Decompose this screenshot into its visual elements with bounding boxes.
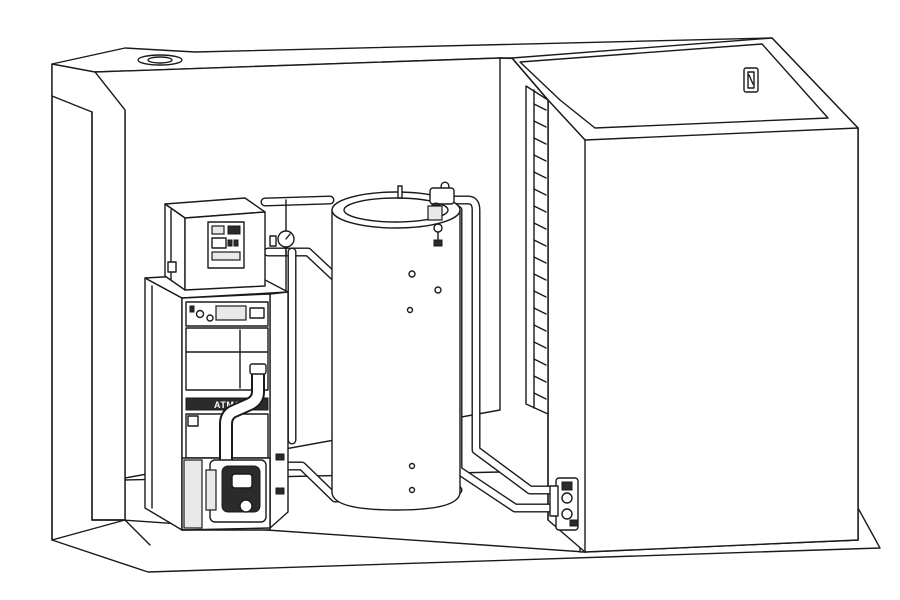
ladder-rung [533,120,547,128]
ladder-rung [533,239,547,247]
control-unit [164,197,266,291]
ladder-rung [533,273,547,281]
pellet-storage-room [499,37,859,553]
pressure-gauge-icon [269,230,295,257]
ladder-rung [533,103,547,111]
ladder-rung [533,375,547,383]
circulation-pump-icon [427,187,455,247]
ladder-rung [533,205,547,213]
ladder-rung [533,222,547,230]
pellet-burner-icon [205,459,267,523]
ladder-rung [533,256,547,264]
ladder-rung [533,188,547,196]
feed-ladder [525,85,549,415]
ladder-rung [533,358,547,366]
ladder-rung [533,290,547,298]
inspection-hatch-icon [743,67,759,93]
hot-water-tank [331,185,461,511]
feed-connection-valve-icon [549,477,579,531]
ladder-rung [533,392,547,400]
ladder-rung [533,154,547,162]
ladder-rung [533,171,547,179]
pellet-boiler: ATMOS [144,271,289,531]
ladder-rung [533,341,547,349]
ladder-rung [533,324,547,332]
ladder-rung [533,307,547,315]
ladder-rung [533,137,547,145]
